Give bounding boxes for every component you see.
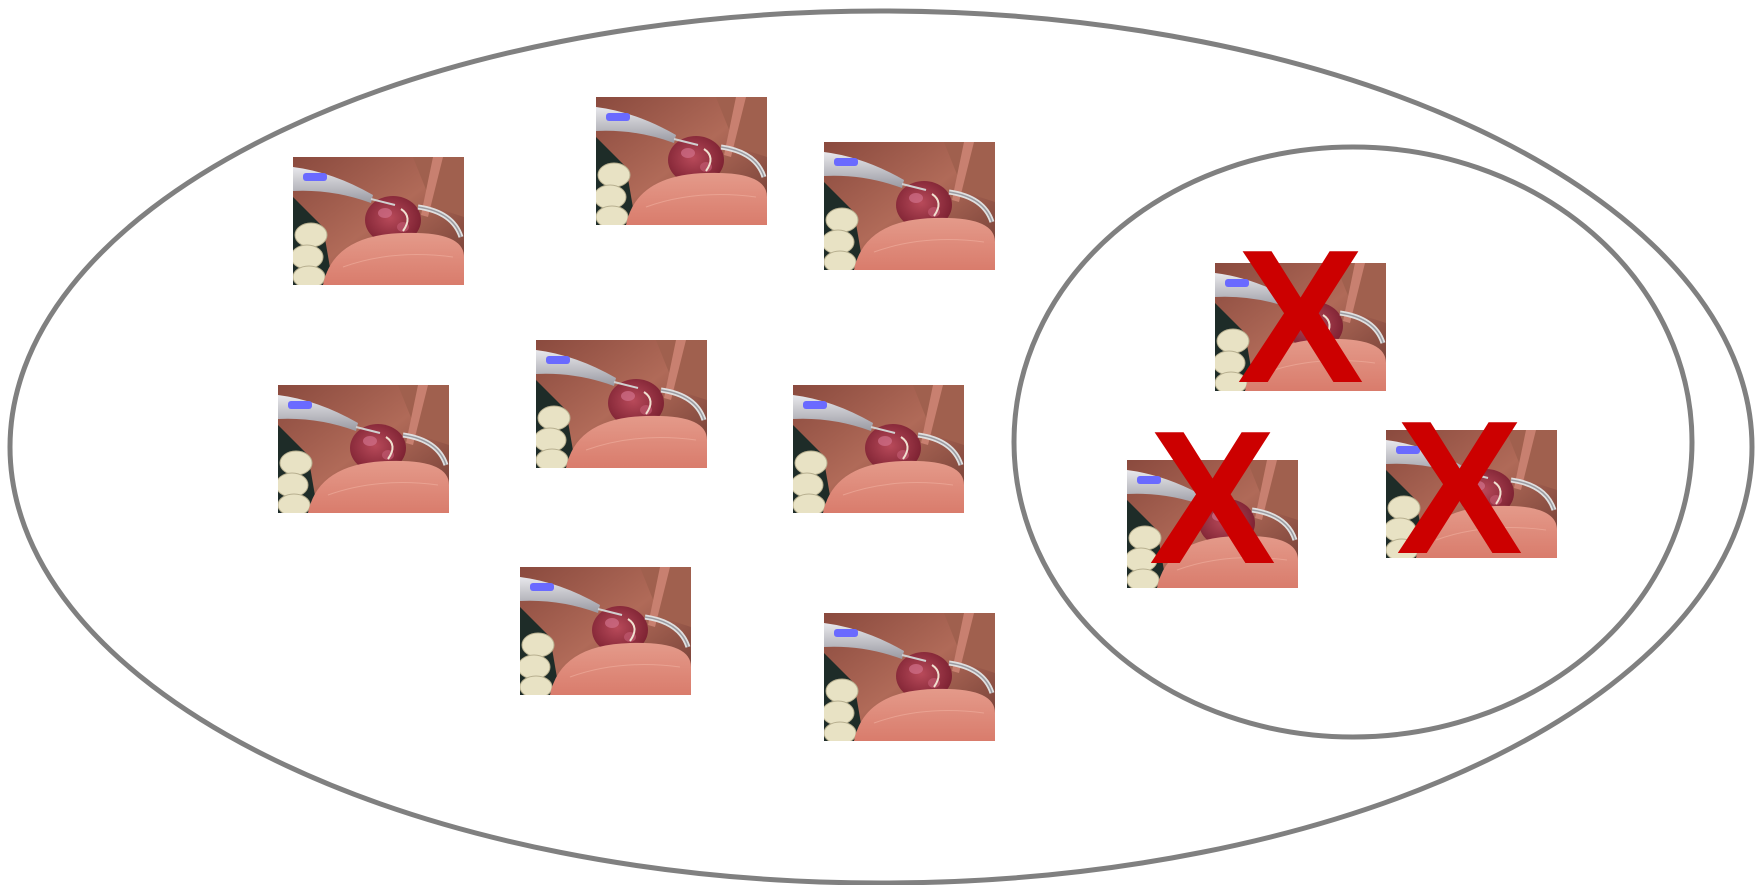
exclusion-x-mark: X bbox=[1374, 393, 1545, 583]
thumbnail-image bbox=[824, 613, 995, 741]
thumbnail-image bbox=[278, 385, 449, 513]
thumbnail-image bbox=[536, 340, 707, 468]
exclusion-x-mark: X bbox=[1215, 222, 1386, 412]
thumbnail-image bbox=[824, 142, 995, 270]
thumbnail-image bbox=[596, 97, 767, 225]
exclusion-x-mark: X bbox=[1127, 403, 1298, 593]
thumbnail-image bbox=[520, 567, 691, 695]
thumbnail-image bbox=[293, 157, 464, 285]
thumbnail-image bbox=[793, 385, 964, 513]
